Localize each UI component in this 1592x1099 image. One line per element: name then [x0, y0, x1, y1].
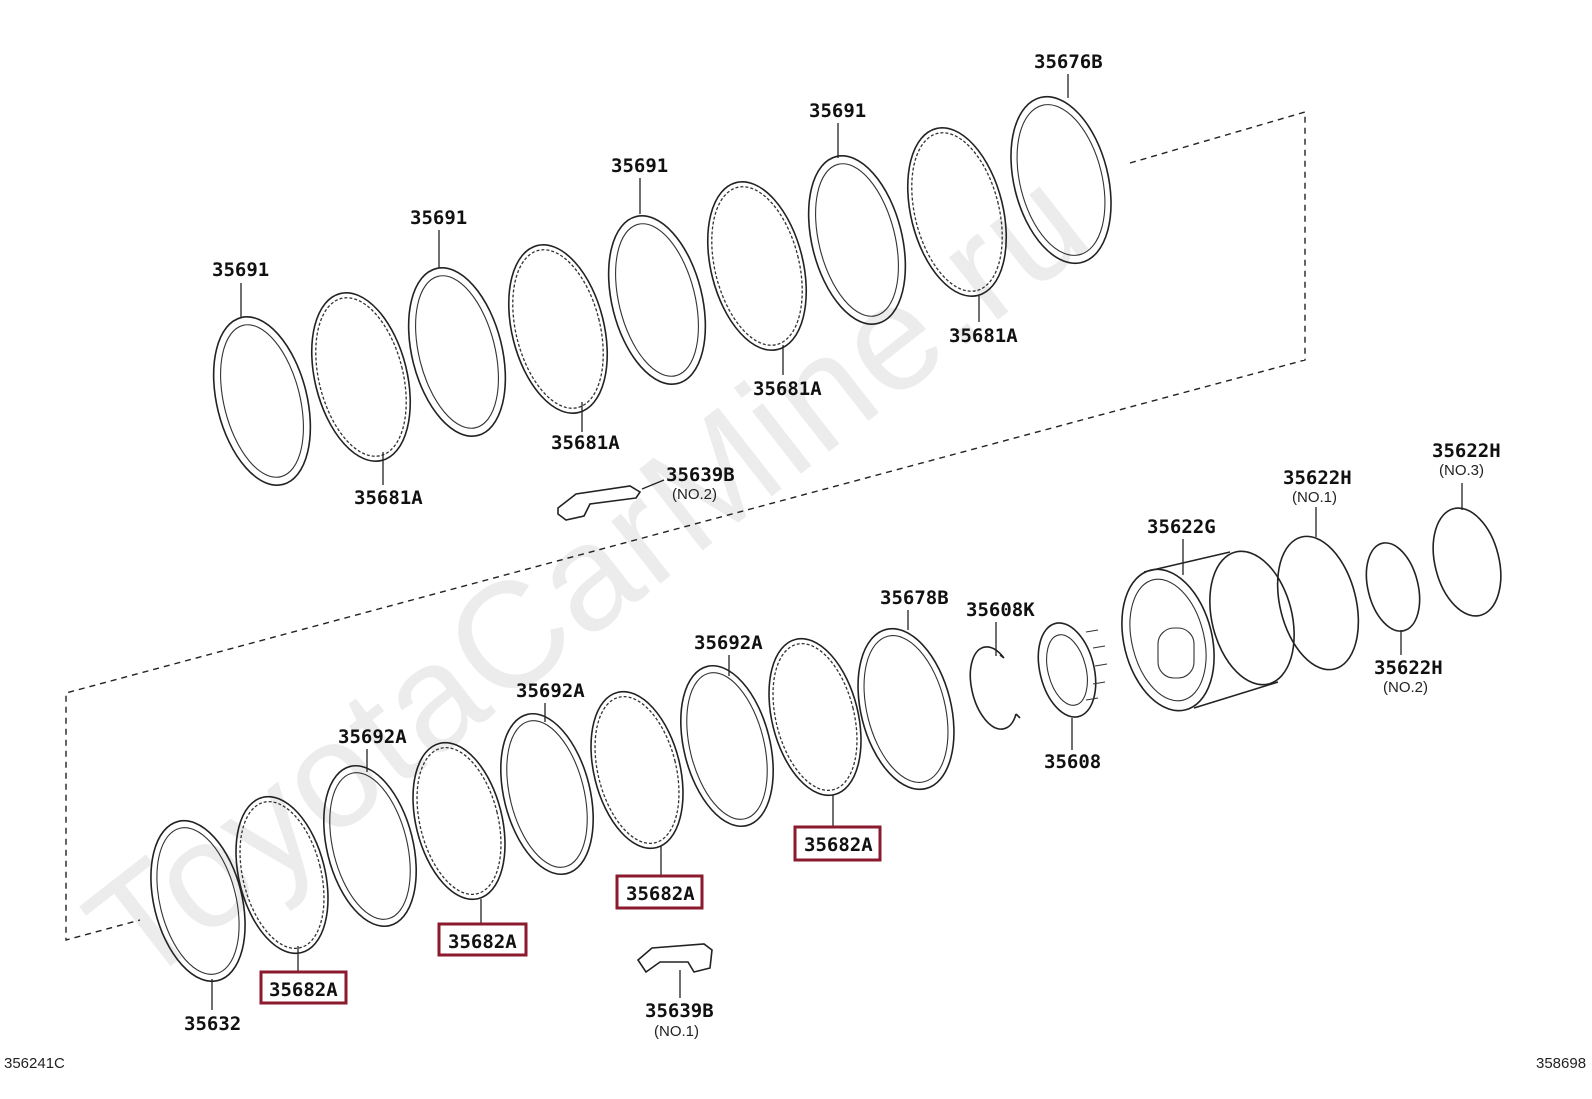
corner-code-right: 358698: [1536, 1055, 1586, 1072]
label-35678b[interactable]: 35678B: [880, 587, 949, 609]
plate-35632[interactable]: [135, 811, 260, 991]
ring-35692a-1[interactable]: [308, 756, 431, 936]
disc-35681a-4[interactable]: [892, 117, 1023, 306]
ring-35692a-2[interactable]: [485, 704, 608, 884]
label-35691-1[interactable]: 35691: [212, 259, 269, 281]
disc-35681a-2[interactable]: [493, 234, 624, 423]
label-35682a-2[interactable]: 35682A: [448, 931, 517, 953]
label-35692a-1[interactable]: 35692A: [338, 726, 407, 748]
label-35622h-no3-sub: (NO.3): [1439, 462, 1484, 479]
label-35681a-1[interactable]: 35681A: [354, 487, 423, 509]
label-35639b-no1-sub: (NO.1): [654, 1023, 699, 1040]
label-35691-2[interactable]: 35691: [410, 207, 467, 229]
clip-35639b-no2[interactable]: [557, 485, 642, 521]
label-35681a-4[interactable]: 35681A: [949, 325, 1018, 347]
oring-35622h-no2[interactable]: [1358, 537, 1428, 636]
label-35622h-no1-sub: (NO.1): [1292, 489, 1337, 506]
highlight-box-35682a-3: [615, 874, 704, 910]
highlight-box-35682a-1: [259, 970, 348, 1005]
label-35639b-no1[interactable]: 35639B: [645, 1000, 714, 1022]
ring-35691-1[interactable]: [198, 307, 327, 496]
disc-35682a-2[interactable]: [398, 733, 520, 909]
label-35622g[interactable]: 35622G: [1147, 516, 1216, 538]
disc-35682a-4[interactable]: [754, 629, 876, 805]
ring-35692a-3[interactable]: [665, 656, 788, 836]
label-35632[interactable]: 35632: [184, 1013, 241, 1035]
ring-35691-4[interactable]: [793, 146, 922, 335]
highlight-box-35682a-2: [437, 922, 528, 957]
label-35691-4[interactable]: 35691: [809, 100, 866, 122]
clip-35639b-no1[interactable]: [636, 943, 713, 974]
label-35691-3[interactable]: 35691: [611, 155, 668, 177]
disc-35681a-3[interactable]: [692, 171, 823, 360]
hub-35608[interactable]: [1029, 617, 1108, 723]
label-35639b-no2-sub: (NO.2): [672, 486, 717, 503]
oring-35622h-no1[interactable]: [1265, 528, 1372, 678]
plate-35678b[interactable]: [842, 619, 969, 800]
label-35622h-no3[interactable]: 35622H: [1432, 440, 1501, 462]
assembly-dashed-outline: [65, 111, 1306, 941]
label-35639b-no2[interactable]: 35639B: [666, 464, 735, 486]
label-35622h-no1[interactable]: 35622H: [1283, 467, 1352, 489]
corner-code-left: 356241C: [4, 1055, 65, 1072]
label-35682a-1[interactable]: 35682A: [269, 979, 338, 1001]
label-35682a-4[interactable]: 35682A: [804, 834, 873, 856]
leader-lines: [211, 74, 1463, 1010]
label-35608[interactable]: 35608: [1044, 751, 1101, 773]
label-35608k[interactable]: 35608K: [966, 599, 1035, 621]
disc-35682a-3[interactable]: [576, 682, 698, 858]
label-35622h-no2[interactable]: 35622H: [1374, 657, 1443, 679]
label-35676b[interactable]: 35676B: [1034, 51, 1103, 73]
disc-35681a-1[interactable]: [296, 282, 427, 471]
label-35692a-3[interactable]: 35692A: [694, 632, 763, 654]
label-35681a-3[interactable]: 35681A: [753, 378, 822, 400]
plate-35676b[interactable]: [995, 86, 1127, 274]
ring-35691-2[interactable]: [393, 258, 522, 447]
label-35682a-3[interactable]: 35682A: [626, 883, 695, 905]
label-35692a-2[interactable]: 35692A: [516, 680, 585, 702]
label-35622h-no2-sub: (NO.2): [1383, 679, 1428, 696]
highlight-box-35682a-4: [793, 825, 882, 862]
ring-35691-3[interactable]: [593, 206, 722, 395]
disc-35682a-1[interactable]: [221, 787, 343, 963]
snap-ring-35608k[interactable]: [969, 646, 1021, 730]
label-35681a-2[interactable]: 35681A: [551, 432, 620, 454]
oring-35622h-no3[interactable]: [1423, 501, 1512, 623]
piston-35622g[interactable]: [1108, 542, 1307, 720]
